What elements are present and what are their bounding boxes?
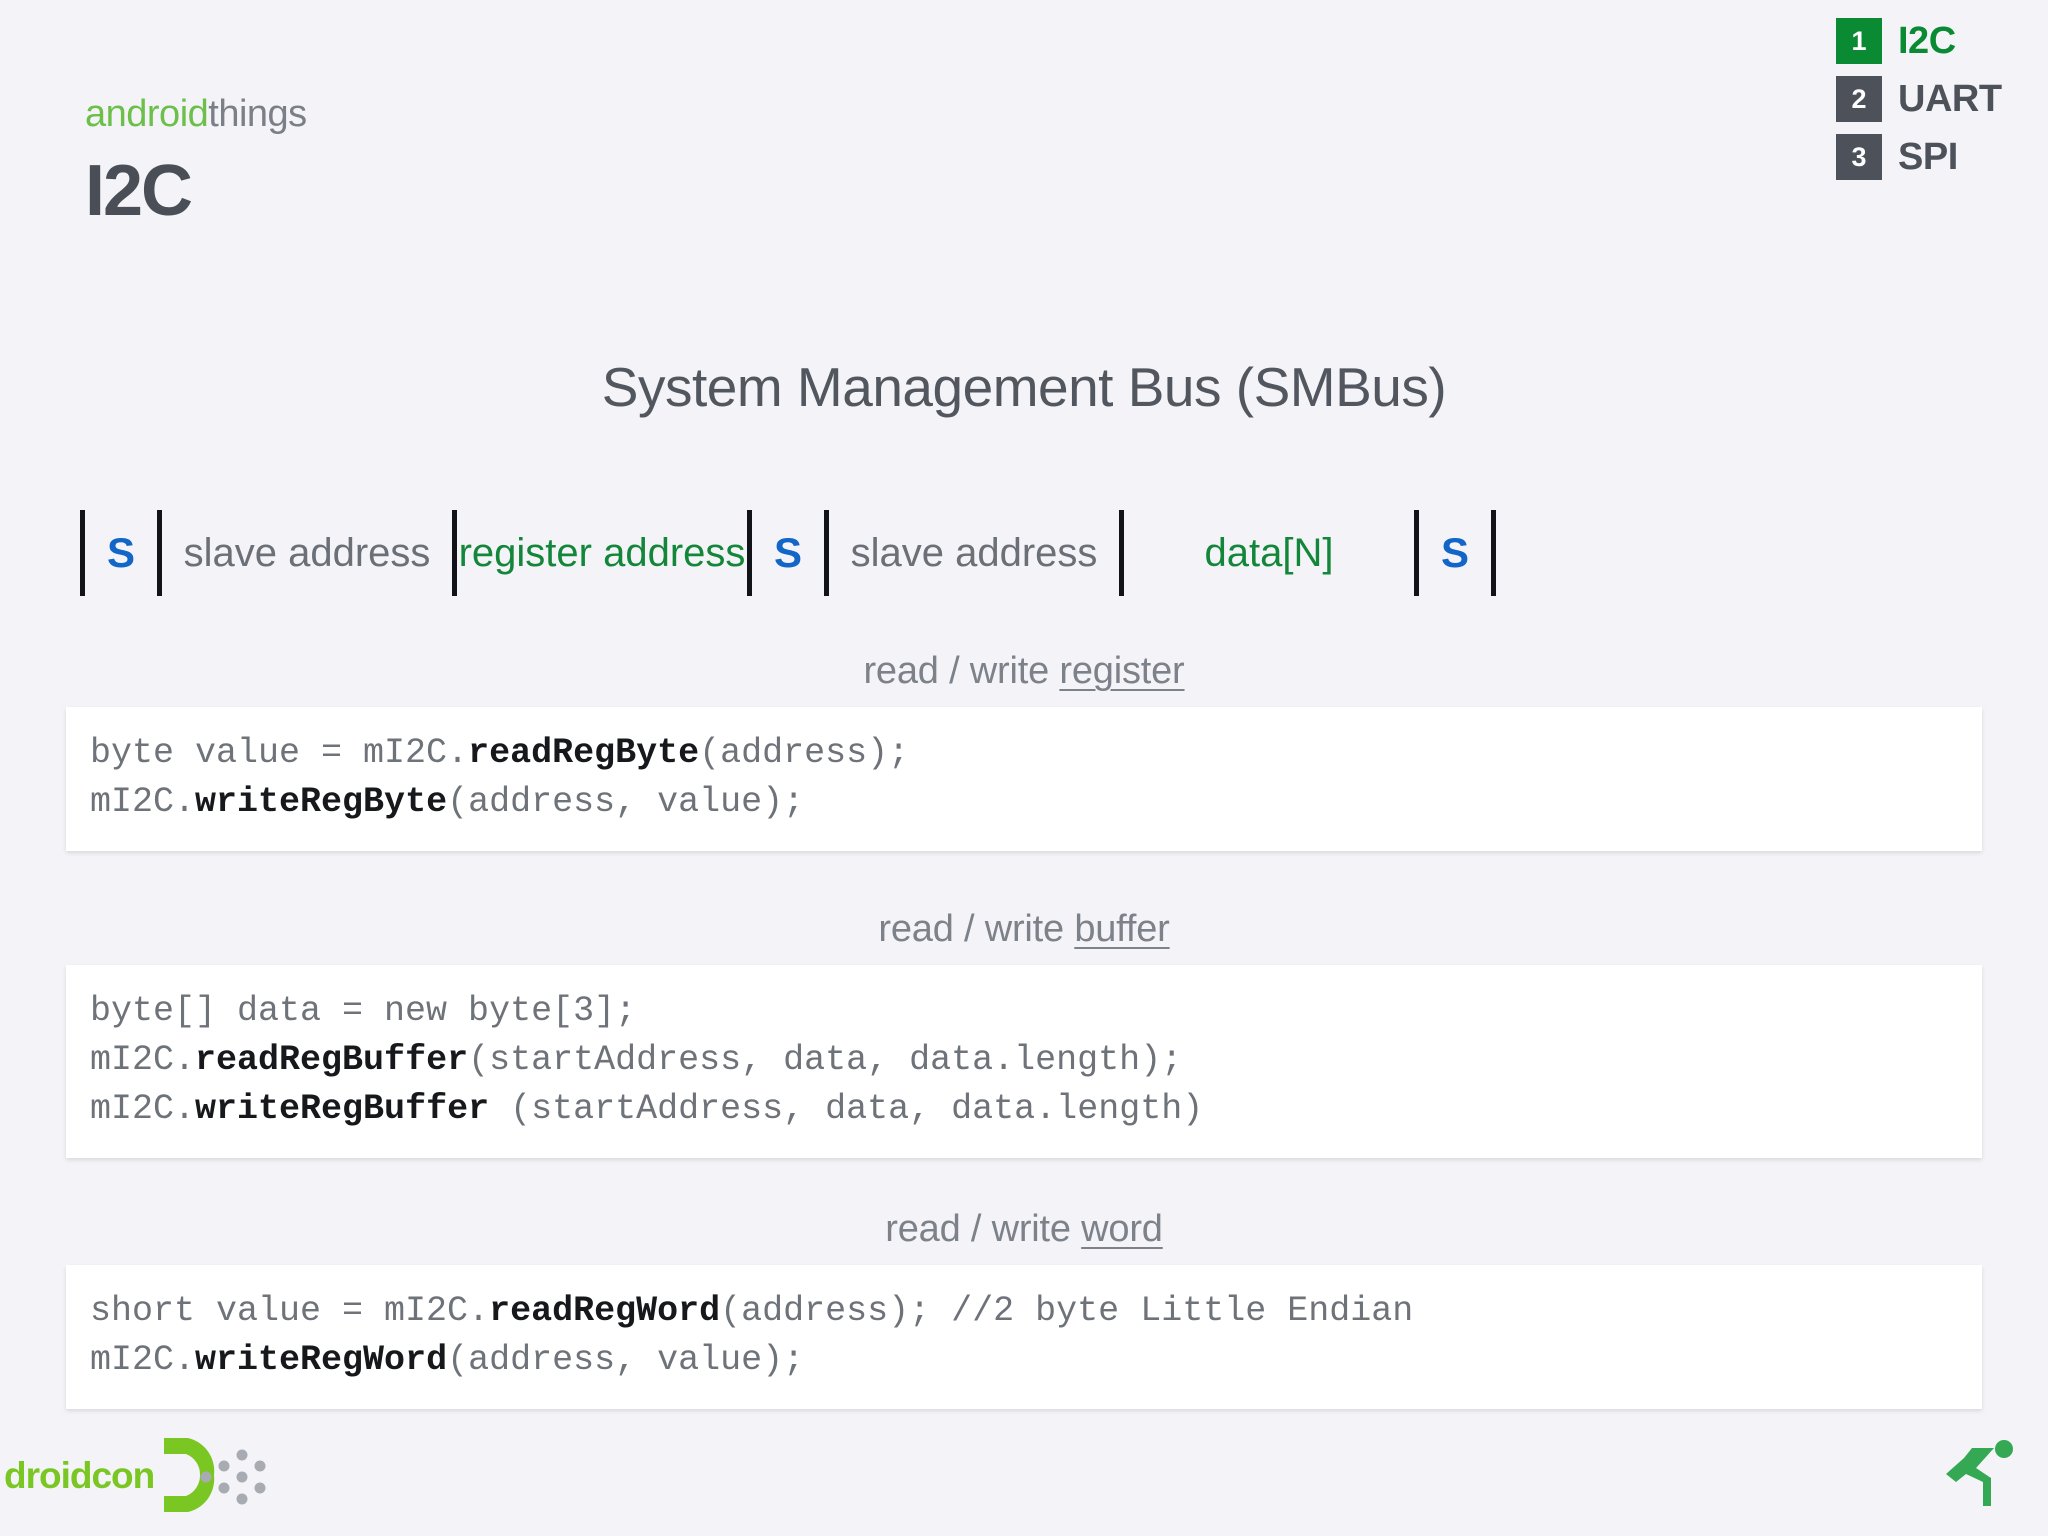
code-caption-register: read / write register bbox=[0, 650, 2048, 693]
code-token-method: readRegBuffer bbox=[195, 1040, 469, 1080]
code-token: mI2C. bbox=[90, 782, 196, 822]
smbus-frame-diagram: S slave address register address S slave… bbox=[80, 510, 1968, 596]
code-token: short value = mI2C. bbox=[90, 1291, 490, 1331]
frame-segment-data: data[N] bbox=[1204, 531, 1334, 575]
frame-separator bbox=[1119, 510, 1124, 596]
running-figure-icon bbox=[1946, 1440, 2013, 1506]
droidcon-wordmark: droidcon bbox=[4, 1454, 155, 1496]
page-title: I2C bbox=[85, 151, 193, 231]
caption-keyword: word bbox=[1081, 1208, 1163, 1250]
code-token: (address); bbox=[699, 733, 910, 773]
code-token: (startAddress, data, data.length) bbox=[489, 1089, 1204, 1129]
code-line: short value = mI2C.readRegWord(address);… bbox=[90, 1287, 1958, 1336]
frame-segment-slave-address-1: slave address bbox=[183, 531, 431, 575]
code-token-method: readRegByte bbox=[468, 733, 700, 773]
caption-prefix: read / write bbox=[863, 650, 1060, 692]
androidthings-logo: androidthings bbox=[85, 95, 307, 133]
nav-number-badge-2: 2 bbox=[1836, 76, 1882, 122]
agenda-nav: 1 I2C 2 UART 3 SPI bbox=[1836, 18, 2026, 180]
code-section-buffer: read / write buffer byte[] data = new by… bbox=[0, 908, 2048, 1158]
droidcon-dots-icon bbox=[200, 1449, 266, 1505]
nav-label-uart: UART bbox=[1898, 78, 2002, 120]
code-token-method: readRegWord bbox=[489, 1291, 721, 1331]
frame-separator bbox=[1414, 510, 1419, 596]
frame-separator bbox=[747, 510, 752, 596]
code-token: mI2C. bbox=[90, 1040, 196, 1080]
nav-item-uart[interactable]: 2 UART bbox=[1836, 76, 2026, 122]
frame-segment-start-2: S bbox=[773, 529, 802, 576]
frame-separator bbox=[80, 510, 85, 596]
code-token: byte value = mI2C. bbox=[90, 733, 469, 773]
code-caption-word: read / write word bbox=[0, 1208, 2048, 1251]
code-token-method: writeRegWord bbox=[195, 1340, 448, 1380]
caption-prefix: read / write bbox=[878, 908, 1075, 950]
nav-item-spi[interactable]: 3 SPI bbox=[1836, 134, 2026, 180]
frame-segment-start-3: S bbox=[1440, 529, 1469, 576]
code-block-register[interactable]: byte value = mI2C.readRegByte(address); … bbox=[66, 707, 1982, 851]
code-line: byte value = mI2C.readRegByte(address); bbox=[90, 729, 1958, 778]
frame-separator bbox=[1491, 510, 1496, 596]
nav-item-i2c[interactable]: 1 I2C bbox=[1836, 18, 2026, 64]
code-token: mI2C. bbox=[90, 1340, 196, 1380]
logo-android-text: android bbox=[85, 93, 209, 135]
nav-label-i2c: I2C bbox=[1898, 20, 1956, 62]
logo-things-text: things bbox=[208, 93, 307, 135]
code-section-word: read / write word short value = mI2C.rea… bbox=[0, 1208, 2048, 1409]
nav-number-badge-1: 1 bbox=[1836, 18, 1882, 64]
frame-separator bbox=[157, 510, 162, 596]
caption-prefix: read / write bbox=[885, 1208, 1082, 1250]
code-block-buffer[interactable]: byte[] data = new byte[3]; mI2C.readRegB… bbox=[66, 965, 1982, 1158]
frame-segment-register-address: register address bbox=[458, 531, 746, 575]
code-caption-buffer: read / write buffer bbox=[0, 908, 2048, 951]
code-line: byte[] data = new byte[3]; bbox=[90, 987, 1958, 1036]
code-token: byte[] data = new byte[3]; bbox=[90, 991, 637, 1031]
section-title: System Management Bus (SMBus) bbox=[601, 356, 1447, 418]
code-line: mI2C.writeRegBuffer (startAddress, data,… bbox=[90, 1085, 1958, 1134]
code-line: mI2C.writeRegWord(address, value); bbox=[90, 1336, 1958, 1385]
code-token: (startAddress, data, data.length); bbox=[468, 1040, 1183, 1080]
code-token: (address, value); bbox=[447, 1340, 805, 1380]
nav-label-spi: SPI bbox=[1898, 136, 1958, 178]
code-token: (address, value); bbox=[447, 782, 805, 822]
code-token: mI2C. bbox=[90, 1089, 196, 1129]
nav-number-badge-3: 3 bbox=[1836, 134, 1882, 180]
frame-segment-start-1: S bbox=[106, 529, 135, 576]
code-token-method: writeRegBuffer bbox=[195, 1089, 490, 1129]
frame-separator bbox=[824, 510, 829, 596]
droidcon-arc-icon bbox=[164, 1438, 215, 1512]
caption-keyword: buffer bbox=[1074, 908, 1170, 950]
code-token-method: writeRegByte bbox=[195, 782, 448, 822]
code-block-word[interactable]: short value = mI2C.readRegWord(address);… bbox=[66, 1265, 1982, 1409]
code-section-register: read / write register byte value = mI2C.… bbox=[0, 650, 2048, 851]
frame-separator bbox=[452, 510, 457, 596]
brand-block: androidthings I2C bbox=[85, 95, 307, 227]
droidcon-logo: droidcon bbox=[0, 1432, 266, 1518]
droidcon-mark bbox=[158, 1432, 266, 1518]
code-line: mI2C.readRegBuffer(startAddress, data, d… bbox=[90, 1036, 1958, 1085]
caption-keyword: register bbox=[1059, 650, 1185, 692]
frame-segment-slave-address-2: slave address bbox=[850, 531, 1098, 575]
code-line: mI2C.writeRegByte(address, value); bbox=[90, 778, 1958, 827]
code-token: (address); //2 byte Little Endian bbox=[720, 1291, 1414, 1331]
